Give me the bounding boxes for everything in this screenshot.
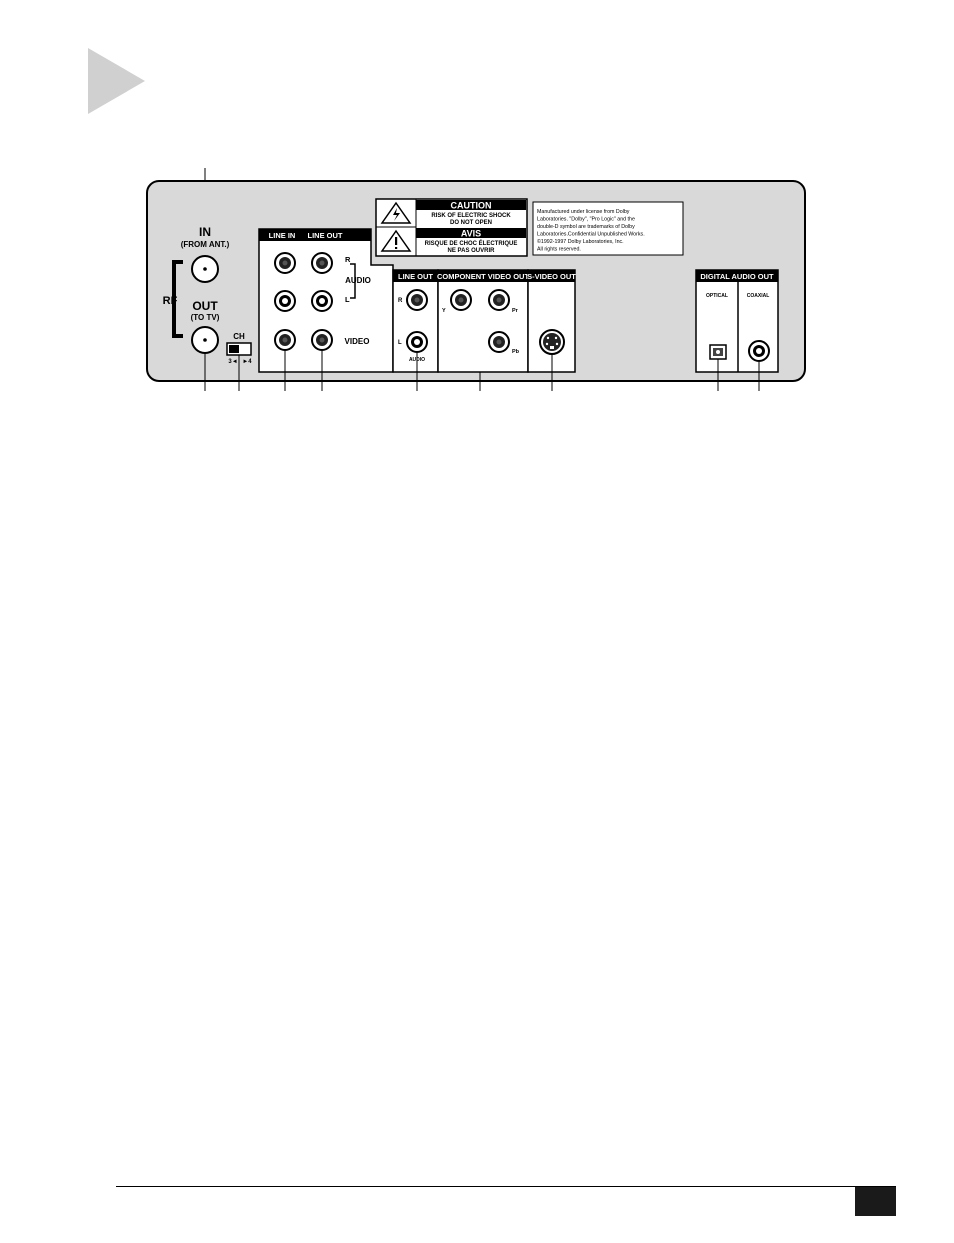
rf-bracket (172, 260, 183, 338)
caution-title: CAUTION (451, 201, 492, 211)
dolby-notice (532, 201, 684, 256)
audio-r-label: R (345, 255, 351, 264)
dolby-line-3: double-D symbol are trademarks of Dolby (537, 224, 635, 230)
section-arrow-icon (88, 48, 145, 114)
line-in-header: LINE IN (269, 231, 296, 240)
dolby-line-2: Laboratories. "Dolby", "Pro Logic" and t… (537, 217, 635, 223)
avis-title: AVIS (461, 229, 481, 239)
line-io-header (259, 229, 371, 241)
component-y-label: Y (442, 308, 446, 314)
audio-bracket (350, 263, 356, 299)
optical-jack[interactable] (709, 344, 727, 360)
digital-audio-header: DIGITAL AUDIO OUT (700, 272, 774, 281)
ch-switch[interactable] (226, 342, 252, 356)
rf-out-sub-label: (TO TV) (191, 313, 220, 322)
ch-3-label: 3◄ (228, 359, 237, 365)
line-in-audio-l-jack[interactable] (274, 290, 296, 312)
component-pr-label: Pr (512, 308, 519, 314)
line-out-audio-l-jack[interactable] (311, 290, 333, 312)
rf-in-jack[interactable] (191, 255, 219, 283)
dolby-line-1: Manufactured under license from Dolby (537, 209, 630, 215)
coaxial-label: COAXIAL (747, 293, 770, 299)
caution-line-2: DO NOT OPEN (450, 220, 492, 226)
line-out-audio-r-jack[interactable] (311, 252, 333, 274)
ch-4-label: ►4 (242, 359, 252, 365)
component-y-jack[interactable] (450, 289, 472, 311)
line-in-video-jack[interactable] (274, 329, 296, 351)
optical-label: OPTICAL (706, 293, 728, 299)
component-video-header: COMPONENT VIDEO OUT (437, 272, 530, 281)
rf-in-sub-label: (FROM ANT.) (181, 240, 230, 249)
shock-warning-icon (380, 201, 412, 224)
line-out-r-label: R (398, 298, 403, 304)
audio-label: AUDIO (345, 276, 371, 285)
component-video-box (437, 269, 529, 373)
dolby-line-4: Laboratories.Confidential Unpublished Wo… (537, 232, 645, 238)
line-out-audio-header: LINE OUT (398, 272, 433, 281)
line-in-audio-r-jack[interactable] (274, 252, 296, 274)
avis-line-2: NE PAS OUVRIR (448, 248, 496, 254)
callout-lines-bottom (204, 351, 760, 391)
component-pb-label: Pb (512, 349, 520, 355)
rf-label: RF (163, 295, 178, 307)
dolby-line-6: All rights reserved. (537, 247, 581, 253)
line-out-header: LINE OUT (308, 231, 343, 240)
footer-rule (116, 1186, 896, 1187)
component-pr-jack[interactable] (488, 289, 510, 311)
ch-label: CH (233, 332, 245, 341)
video-label: VIDEO (345, 337, 370, 346)
rf-out-jack[interactable] (191, 326, 219, 354)
rf-out-label: OUT (192, 299, 218, 313)
caution-line-1: RISK OF ELECTRIC SHOCK (431, 213, 511, 219)
line-out-video-jack[interactable] (311, 329, 333, 351)
avis-line-1: RISQUE DE CHOC ÉLECTRIQUE (425, 239, 518, 247)
s-video-header: S-VIDEO OUT (527, 272, 576, 281)
coaxial-jack[interactable] (748, 340, 770, 362)
line-out-l-label: L (398, 340, 402, 346)
component-pb-jack[interactable] (488, 331, 510, 353)
rf-in-label: IN (199, 225, 211, 239)
page-number-tab (855, 1187, 896, 1216)
line-out-audio-r-jack-2[interactable] (406, 289, 428, 311)
s-video-jack[interactable] (539, 329, 565, 355)
exclamation-warning-icon (380, 229, 412, 252)
dolby-line-5: ©1992-1997 Dolby Laboratories, Inc. (537, 238, 624, 245)
line-out-audio-l-jack-2[interactable] (406, 331, 428, 353)
audio-l-label: L (345, 295, 350, 304)
